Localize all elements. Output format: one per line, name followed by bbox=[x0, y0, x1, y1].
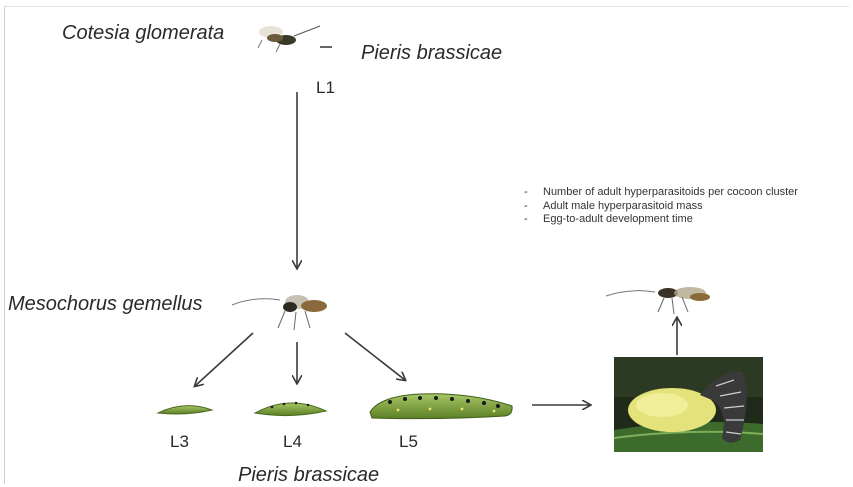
adult-hyperparasitoid-icon bbox=[606, 287, 710, 314]
mesochorus-wasp-icon bbox=[232, 295, 327, 330]
l4-larva-icon bbox=[255, 402, 326, 416]
cotesia-wasp-icon bbox=[258, 26, 320, 52]
l3-larva-icon bbox=[158, 406, 212, 414]
l5-larva-icon bbox=[370, 394, 512, 419]
cocoon-cluster-photo bbox=[614, 357, 763, 452]
arrow-to-l5 bbox=[345, 333, 405, 380]
arrow-to-l3 bbox=[195, 333, 253, 386]
